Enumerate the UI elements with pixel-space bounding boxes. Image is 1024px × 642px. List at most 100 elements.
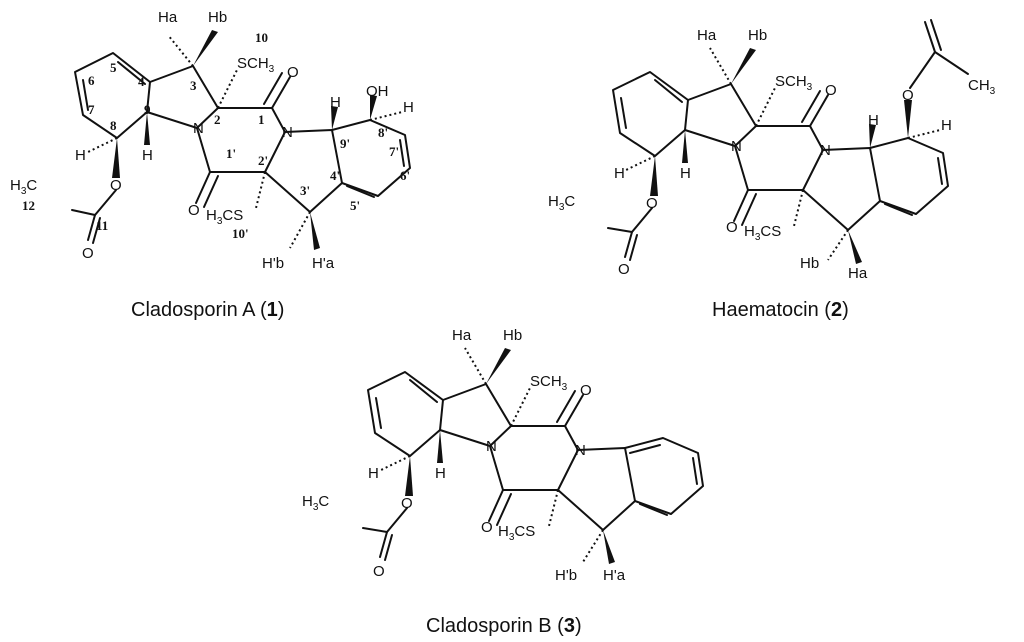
caption-name-2: Haematocin bbox=[712, 299, 819, 321]
label-h3cs-h: H bbox=[744, 223, 755, 240]
label-hpb: H'b bbox=[555, 567, 577, 584]
svg-text:SCH3: SCH3 bbox=[530, 373, 568, 393]
label-h-8p: H bbox=[403, 99, 414, 116]
num-8: 8 bbox=[110, 118, 117, 133]
label-h3c-sub: 3 bbox=[559, 202, 565, 213]
label-oh: OH bbox=[366, 83, 389, 100]
svg-text:CH3: CH3 bbox=[968, 77, 996, 97]
label-hpb: H'b bbox=[262, 255, 284, 272]
num-1p: 1' bbox=[226, 146, 236, 161]
label-o3: O bbox=[110, 177, 122, 194]
num-4: 4 bbox=[138, 74, 145, 89]
svg-text:Haematocin (2): Haematocin (2) bbox=[712, 299, 849, 321]
label-h-9p: H bbox=[868, 112, 879, 129]
num-8p: 8' bbox=[378, 125, 388, 140]
label-h-8: H bbox=[75, 147, 86, 164]
label-ha: Ha bbox=[158, 9, 178, 26]
svg-text:H3CS: H3CS bbox=[206, 207, 243, 227]
label-h3cs-c: CS bbox=[760, 223, 781, 240]
num-9p: 9' bbox=[340, 136, 350, 151]
label-h3cs-c: CS bbox=[514, 523, 535, 540]
label-hb: Hb bbox=[748, 27, 767, 44]
label-hb: Hb bbox=[503, 327, 522, 344]
label-n2: N bbox=[575, 442, 586, 459]
label-hpa: H'a bbox=[312, 255, 335, 272]
num-10: 10 bbox=[255, 30, 268, 45]
num-10p: 10' bbox=[232, 226, 249, 241]
svg-text:Cladosporin B (3): Cladosporin B (3) bbox=[426, 615, 582, 637]
label-h3c-h: H bbox=[302, 493, 313, 510]
label-h3c-h: H bbox=[548, 193, 559, 210]
label-h3c-sub: 3 bbox=[313, 502, 319, 513]
num-6p: 6' bbox=[400, 168, 410, 183]
num-12: 12 bbox=[22, 198, 35, 213]
svg-text:SCH3: SCH3 bbox=[775, 73, 813, 93]
num-9: 9 bbox=[144, 102, 151, 117]
label-n2: N bbox=[282, 124, 293, 141]
svg-text:H3C: H3C bbox=[548, 193, 575, 213]
label-o1: O bbox=[287, 64, 299, 81]
label-ha2: Ha bbox=[848, 265, 868, 282]
label-n1: N bbox=[486, 438, 497, 455]
label-ch3: CH bbox=[968, 77, 990, 94]
label-h-8p: H bbox=[941, 117, 952, 134]
num-1: 1 bbox=[258, 112, 265, 127]
label-o2: O bbox=[481, 519, 493, 536]
num-2p: 2' bbox=[258, 153, 268, 168]
label-sch-sub: 3 bbox=[269, 64, 275, 75]
label-h3c-sub: 3 bbox=[21, 186, 27, 197]
label-h-9: H bbox=[435, 465, 446, 482]
num-4p: 4' bbox=[330, 168, 340, 183]
label-h-l: H bbox=[368, 465, 379, 482]
label-sch: SCH bbox=[237, 55, 269, 72]
label-ha: Ha bbox=[697, 27, 717, 44]
label-n1: N bbox=[731, 138, 742, 155]
label-o5: O bbox=[902, 87, 914, 104]
label-sch-sub: 3 bbox=[807, 82, 813, 93]
label-o3: O bbox=[646, 195, 658, 212]
num-5: 5 bbox=[110, 60, 117, 75]
num-3p: 3' bbox=[300, 183, 310, 198]
label-o4: O bbox=[618, 261, 630, 278]
svg-text:SCH3: SCH3 bbox=[237, 55, 275, 75]
caption-number-2: 2 bbox=[831, 299, 842, 321]
label-h-9: H bbox=[142, 147, 153, 164]
label-hb2: Hb bbox=[800, 255, 819, 272]
label-o1: O bbox=[580, 382, 592, 399]
label-o3: O bbox=[401, 495, 413, 512]
num-2: 2 bbox=[214, 112, 221, 127]
label-h3cs-sub: 3 bbox=[509, 532, 515, 543]
label-o2: O bbox=[188, 202, 200, 219]
caption-number-3: 3 bbox=[564, 615, 575, 637]
caption-name-3: Cladosporin B bbox=[426, 615, 552, 637]
label-h-l: H bbox=[614, 165, 625, 182]
label-sch: SCH bbox=[530, 373, 562, 390]
num-3: 3 bbox=[190, 78, 197, 93]
num-7: 7 bbox=[88, 102, 95, 117]
caption-name-1: Cladosporin A bbox=[131, 299, 256, 321]
label-h3cs-h: H bbox=[206, 207, 217, 224]
label-h3c-h: H bbox=[10, 177, 21, 194]
num-11: 11 bbox=[96, 218, 108, 233]
label-hb: Hb bbox=[208, 9, 227, 26]
caption-number-1: 1 bbox=[267, 299, 278, 321]
num-7p: 7' bbox=[389, 144, 399, 159]
structure-cladosporin-a: Ha Hb SCH3 OH H N N O O O O H H H H3CS H… bbox=[10, 9, 414, 321]
label-h3c-c: C bbox=[26, 177, 37, 194]
label-h3cs-h: H bbox=[498, 523, 509, 540]
label-h3cs-sub: 3 bbox=[217, 216, 223, 227]
label-o4: O bbox=[373, 563, 385, 580]
svg-text:H3C: H3C bbox=[10, 177, 37, 197]
label-h3cs-c: CS bbox=[222, 207, 243, 224]
label-ch3-sub: 3 bbox=[990, 86, 996, 97]
label-o4: O bbox=[82, 245, 94, 262]
label-sch: SCH bbox=[775, 73, 807, 90]
label-n2: N bbox=[820, 142, 831, 159]
num-5p: 5' bbox=[350, 198, 360, 213]
svg-text:Cladosporin A (1): Cladosporin A (1) bbox=[131, 299, 284, 321]
structure-haematocin: Ha Hb SCH3 CH3 N N O O O O O H H H H H3C… bbox=[548, 19, 996, 321]
label-h-9: H bbox=[680, 165, 691, 182]
svg-text:H3CS: H3CS bbox=[498, 523, 535, 543]
label-h3c-c: C bbox=[564, 193, 575, 210]
label-h-9p: H bbox=[330, 94, 341, 111]
